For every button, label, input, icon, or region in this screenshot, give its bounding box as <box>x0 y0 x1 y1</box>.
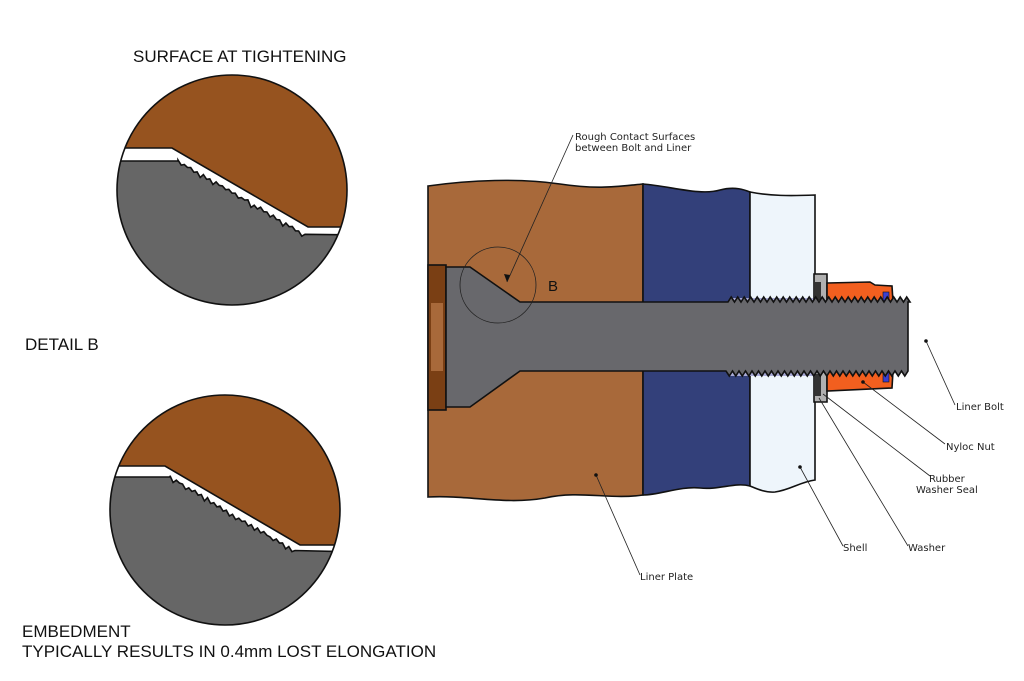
detail-top-title: SURFACE AT TIGHTENING <box>133 47 346 66</box>
detail-liner-piece <box>110 395 340 546</box>
section-view: B Rough Contact Surfaces between Bolt an… <box>427 132 1004 583</box>
leader-liner-bolt <box>925 340 956 406</box>
detail-circle-embedment <box>109 394 341 626</box>
callout-rubber-1: Rubber <box>929 474 966 485</box>
callout-rough-2: between Bolt and Liner <box>575 143 692 154</box>
callout-shell: Shell <box>843 543 867 554</box>
leader-dot <box>594 473 598 477</box>
detail-bolt-piece <box>110 475 340 625</box>
callout-rubber-2: Washer Seal <box>916 485 978 496</box>
detail-b-marker-circle <box>459 246 537 324</box>
callout-rough-1: Rough Contact Surfaces <box>575 132 695 143</box>
detail-b-marker-label: B <box>548 278 558 295</box>
leader-washer <box>818 397 909 547</box>
leader-rubber <box>822 393 931 477</box>
detail-bottom-title-2: TYPICALLY RESULTS IN 0.4mm LOST ELONGATI… <box>22 642 436 661</box>
leader-rough <box>506 134 574 283</box>
leader-liner-plate <box>595 474 641 576</box>
detail-outline <box>109 394 341 626</box>
detail-circle-tightening <box>116 74 348 306</box>
liner-bolt <box>445 266 912 408</box>
arrowhead-icon <box>504 274 510 282</box>
callout-nyloc-nut: Nyloc Nut <box>946 442 995 453</box>
detail-outline <box>116 74 348 306</box>
callout-liner-bolt: Liner Bolt <box>956 402 1004 413</box>
detail-bottom-title-1: EMBEDMENT <box>22 622 131 641</box>
detail-liner-piece <box>117 75 347 228</box>
counterbore-face <box>431 303 443 371</box>
callout-liner-plate: Liner Plate <box>640 572 693 583</box>
detail-label: DETAIL B <box>25 335 99 354</box>
leader-nyloc <box>862 381 946 445</box>
rubber-washer-seal <box>815 282 821 300</box>
detail-bolt-piece <box>117 157 347 305</box>
leader-dot <box>861 380 865 384</box>
leader-shell <box>799 466 844 547</box>
rubber-washer-seal <box>815 374 821 396</box>
callout-washer: Washer <box>908 543 946 554</box>
leader-dot <box>798 465 802 469</box>
leader-dot <box>924 339 928 343</box>
